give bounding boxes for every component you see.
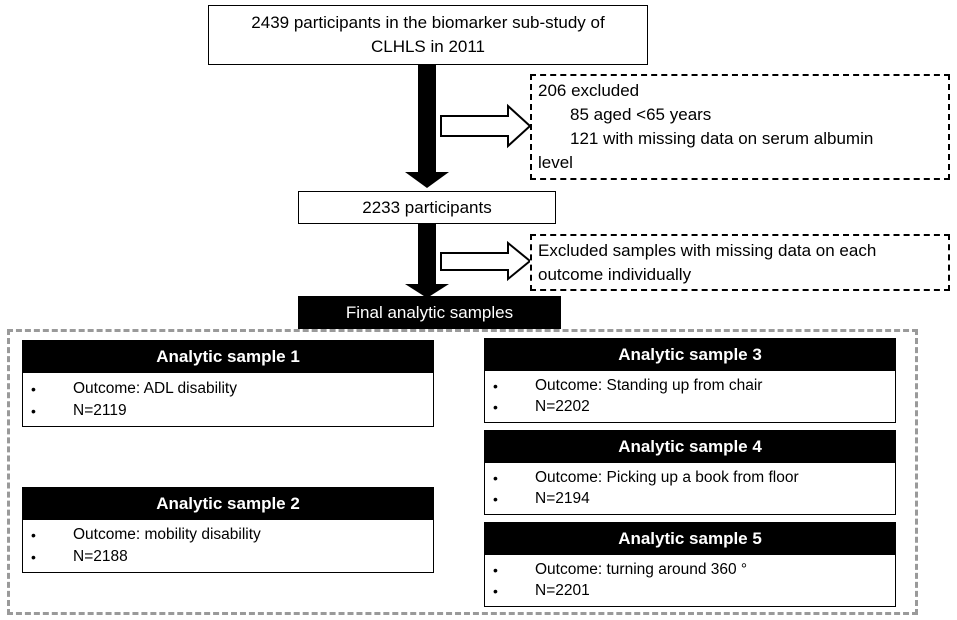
sample-3-title: Analytic sample 3 [618,344,762,364]
final-samples-header: Final analytic samples [298,296,561,329]
sample-1-n: N=2119 [73,402,127,419]
sample-1-header: Analytic sample 1 [22,340,434,373]
exclusion-age-item: 85 aged <65 years [570,105,712,124]
down-arrow-1 [405,64,449,188]
sample-4-title: Analytic sample 4 [618,436,762,456]
down-arrow-2 [405,224,449,298]
participants-label: 2233 participants [362,197,492,217]
sample-5-outcome: Outcome: turning around 360 ° [535,561,748,578]
sample-3-outcome: Outcome: Standing up from chair [535,377,763,394]
sample-4-outcome: Outcome: Picking up a book from floor [535,469,799,486]
bullet-icon: • [493,583,498,599]
sample-1-title: Analytic sample 1 [156,346,300,366]
exclusion-box-2: Excluded samples with missing data on ea… [530,234,950,291]
bullet-icon: • [31,549,36,565]
enrollment-line-2: CLHLS in 2011 [370,37,486,56]
exclusion-albumin-item-cont: level [538,153,573,172]
sample-5-n: N=2201 [535,582,590,599]
sample-2-body: • Outcome: mobility disability • N=2188 [22,520,434,573]
exclusion-2-line-1: Excluded samples with missing data on ea… [538,241,877,260]
bullet-icon: • [493,378,498,394]
exclusion-2-line-2: outcome individually [538,265,692,284]
sample-1-outcome: Outcome: ADL disability [73,380,237,397]
bullet-icon: • [493,562,498,578]
bullet-icon: • [31,381,36,397]
right-arrow-2 [440,240,532,282]
sample-4-header: Analytic sample 4 [484,430,896,463]
exclusion-box-1: 206 excluded 85 aged <65 years 121 with … [530,74,950,180]
sample-3-body: • Outcome: Standing up from chair • N=22… [484,371,896,423]
exclusion-albumin-item: 121 with missing data on serum albumin [570,129,874,148]
enrollment-line-1: 2439 participants in the biomarker sub-s… [251,13,605,32]
bullet-icon: • [493,470,498,486]
sample-3-header: Analytic sample 3 [484,338,896,371]
sample-4-n: N=2194 [535,490,590,507]
final-samples-label: Final analytic samples [345,302,514,322]
participants-box: 2233 participants [298,191,556,224]
bullet-icon: • [31,403,36,419]
bullet-icon: • [493,491,498,507]
enrollment-box: 2439 participants in the biomarker sub-s… [208,5,648,65]
sample-1-body: • Outcome: ADL disability • N=2119 [22,373,434,427]
sample-5-title: Analytic sample 5 [618,528,762,548]
right-arrow-1 [440,103,532,149]
sample-5-body: • Outcome: turning around 360 ° • N=2201 [484,555,896,607]
sample-2-outcome: Outcome: mobility disability [73,526,261,543]
bullet-icon: • [493,399,498,415]
sample-4-body: • Outcome: Picking up a book from floor … [484,463,896,515]
bullet-icon: • [31,527,36,543]
sample-2-title: Analytic sample 2 [156,493,300,513]
sample-2-header: Analytic sample 2 [22,487,434,520]
sample-2-n: N=2188 [73,548,128,565]
exclusion-heading: 206 excluded [538,81,640,100]
sample-5-header: Analytic sample 5 [484,522,896,555]
samples-container [7,329,918,615]
sample-3-n: N=2202 [535,398,590,415]
